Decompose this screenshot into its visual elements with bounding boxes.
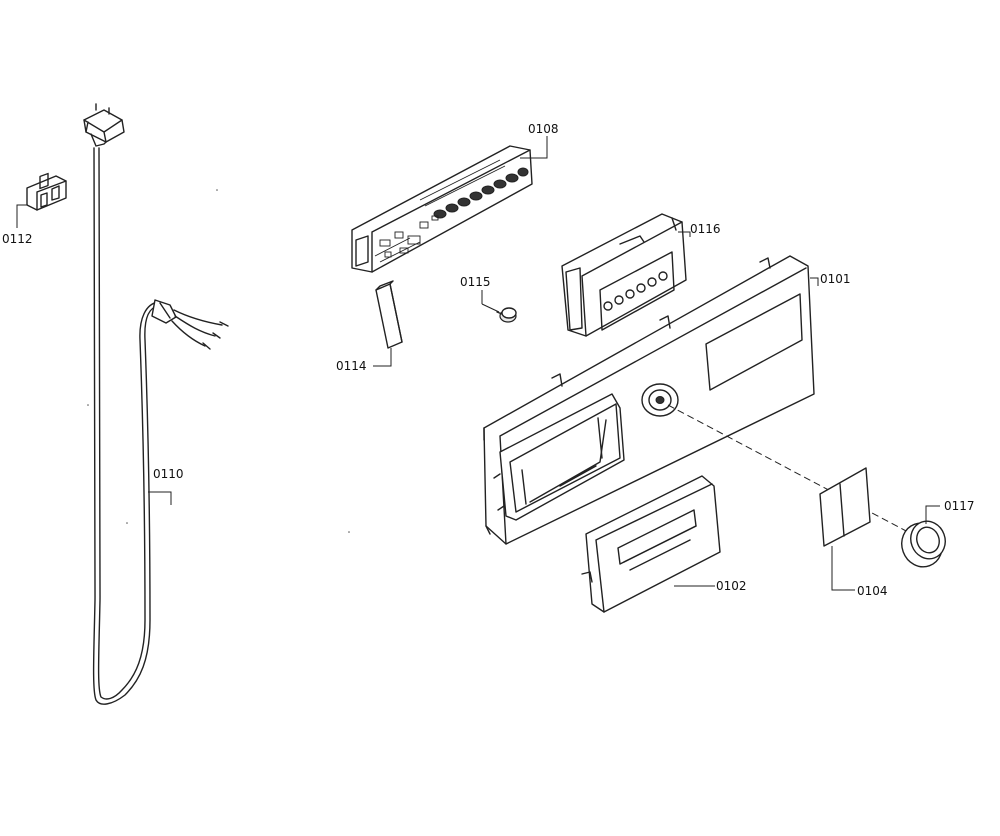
- part-0117-ring: [901, 520, 946, 568]
- part-0114-bracket: [375, 280, 403, 349]
- callout-0115: 0115: [460, 275, 491, 289]
- part-0115-knob: [496, 307, 517, 323]
- part-0112-cable-clip: [26, 172, 67, 211]
- callout-0117: 0117: [944, 499, 975, 513]
- callout-0110: 0110: [153, 467, 184, 481]
- callout-0108: 0108: [528, 122, 559, 136]
- part-0102-drawer-front: [581, 475, 721, 613]
- callout-0104: 0104: [857, 584, 888, 598]
- callout-0101: 0101: [820, 272, 851, 286]
- part-0116-button-module: [561, 213, 687, 337]
- callout-0102: 0102: [716, 579, 747, 593]
- stray-marks: [87, 189, 350, 533]
- callout-0112: 0112: [2, 232, 33, 246]
- callout-0114: 0114: [336, 359, 367, 373]
- part-0104-film-label: [819, 467, 871, 547]
- callout-0116: 0116: [690, 222, 721, 236]
- part-0101-control-fascia: [483, 255, 815, 545]
- part-0108-control-pcb: [351, 145, 533, 273]
- part-0110-mains-cable: [83, 103, 229, 705]
